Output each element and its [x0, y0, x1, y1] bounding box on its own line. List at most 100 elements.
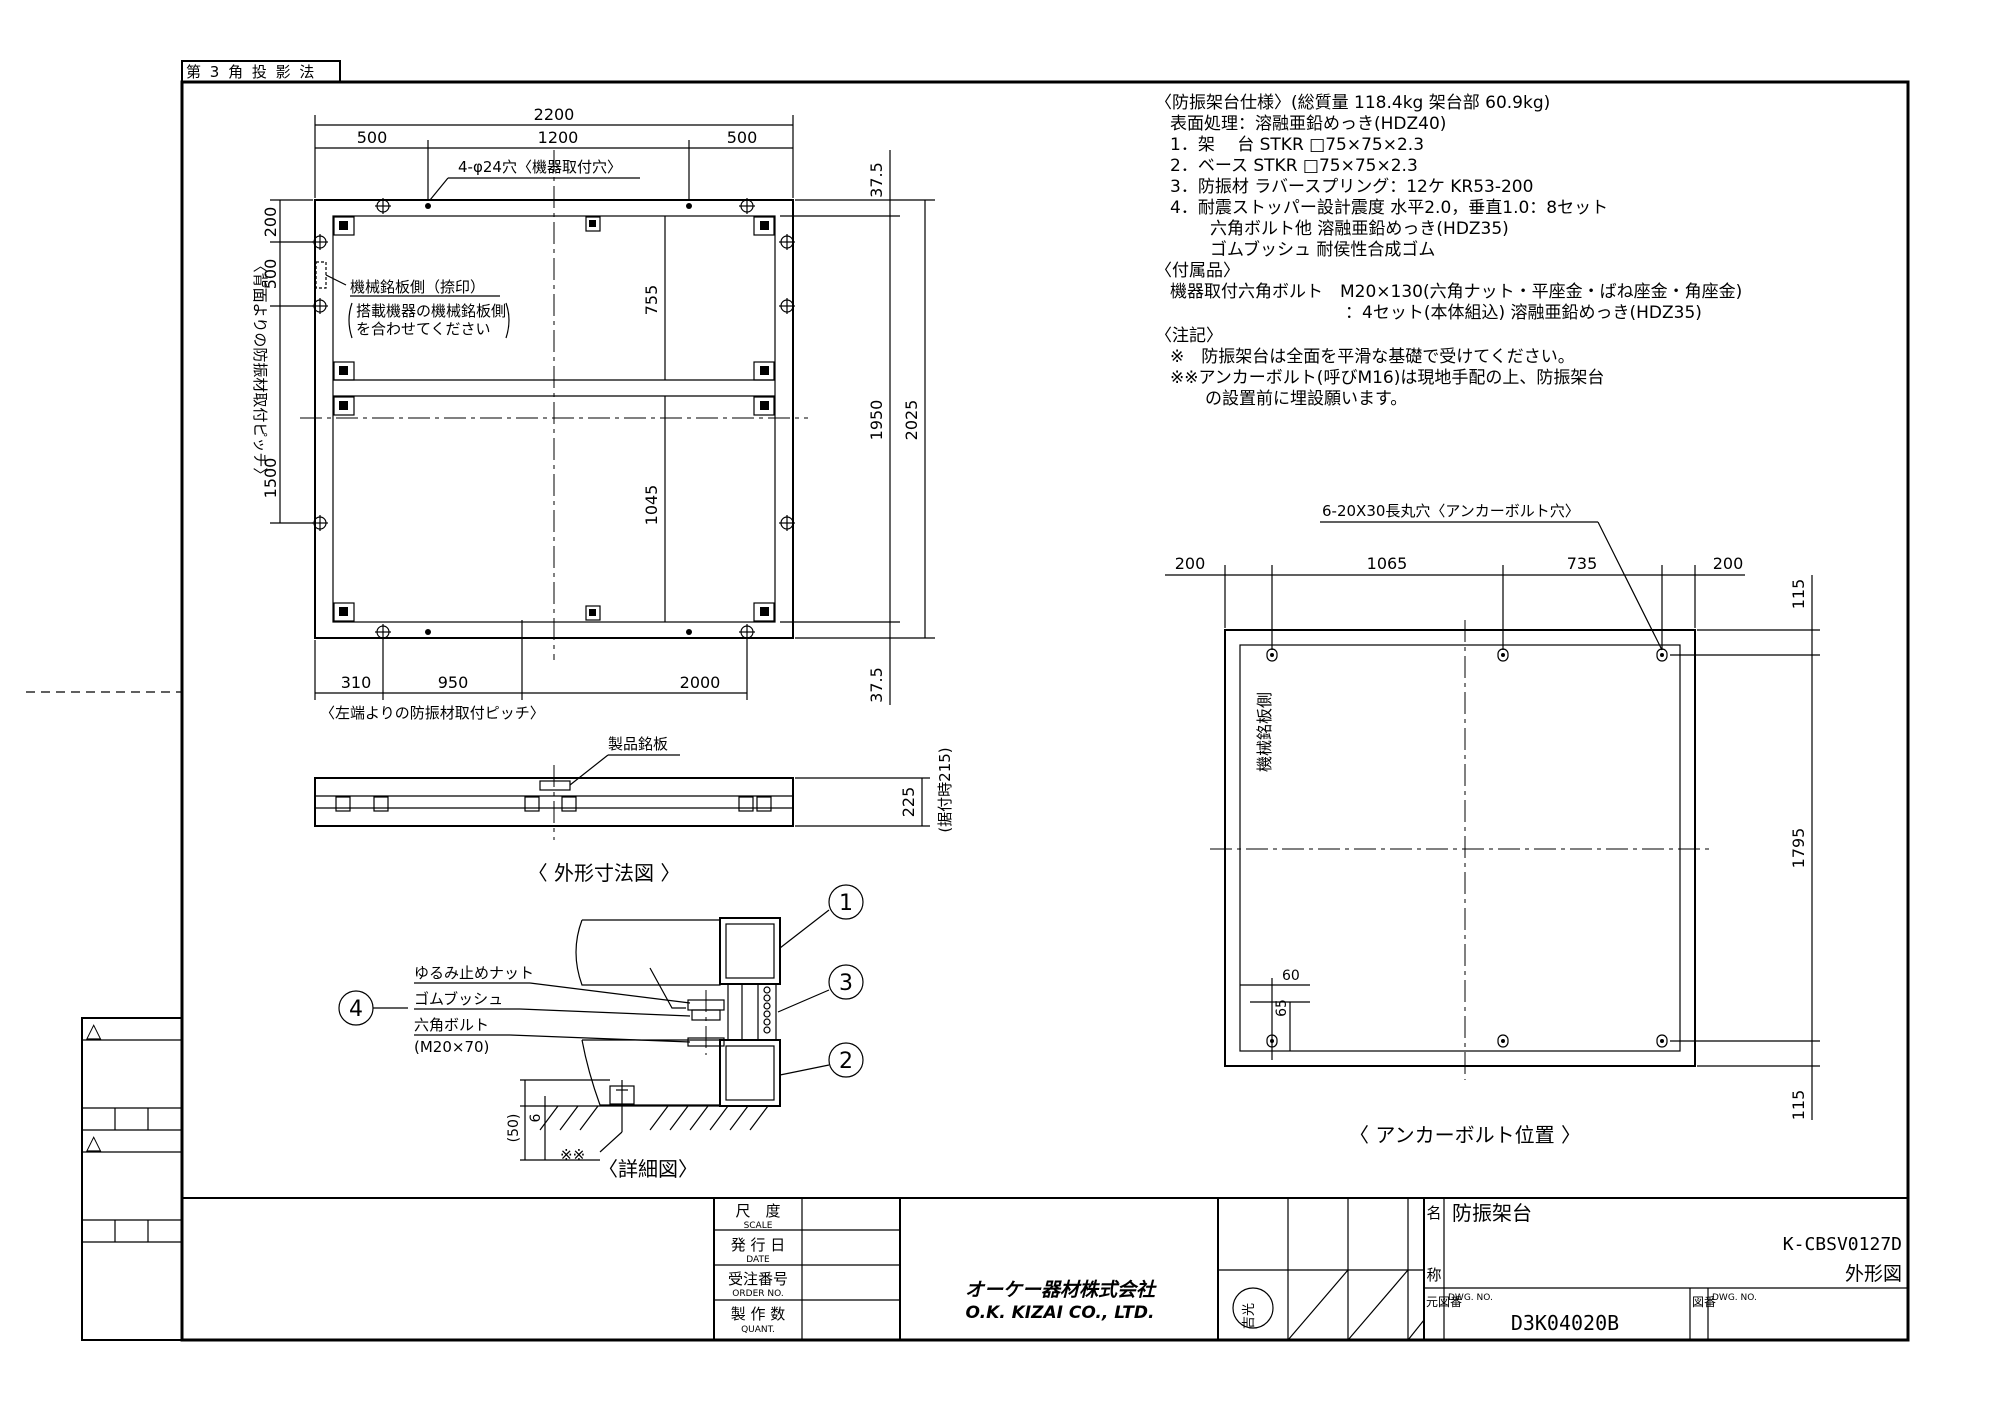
part-rubber-bush: ゴムブッシュ — [414, 990, 503, 1008]
balloon-2: 2 — [839, 1049, 853, 1074]
part-lock-nut: ゆるみ止めナット — [414, 964, 534, 982]
mount-hole-1 — [425, 203, 431, 209]
note-1: ※ 防振架台は全面を平滑な基礎で受けてください。 — [1170, 347, 1575, 367]
spec-line-5: 3．防振材 ラバースプリング：12ケ KR53-200 — [1170, 177, 1533, 197]
anchor-mark: ※※ — [560, 1146, 585, 1164]
outline-side-view: 製品銘板 225 (据付時215) 〈 外形寸法図 〉 — [314, 735, 954, 885]
scale-label-en: SCALE — [744, 1221, 773, 1231]
detail-dim-50: (50) — [506, 1114, 522, 1143]
dim-500-right: 500 — [727, 128, 758, 147]
detail-view: 1 3 2 4 ゆるみ止めナット ゴムブッシュ 六角ボルト (M20×70) (… — [338, 884, 864, 1181]
outline-caption: 〈 外形寸法図 〉 — [528, 861, 681, 885]
anchor-dim-1795: 1795 — [1789, 828, 1808, 869]
bottom-pitch-label: 〈左端よりの防振材取付ピッチ〉 — [320, 704, 545, 722]
qty-label-en: QUANT. — [741, 1325, 775, 1335]
spring-mount-tr — [753, 216, 775, 236]
side-spring-mounts — [335, 796, 772, 812]
drawing-type: 外形図 — [1845, 1263, 1902, 1285]
left-pitch-label: 〈背面よりの防振材取付ピッチ〉 — [251, 258, 269, 483]
nameplate-note-1: 搭載機器の機械銘板側 — [356, 302, 506, 320]
anchor-dim-1065: 1065 — [1367, 554, 1408, 573]
anchor-dim-115-bottom: 115 — [1789, 1090, 1808, 1121]
name-label-2: 称 — [1426, 1266, 1441, 1284]
spring-mount-bl — [333, 602, 355, 622]
spring-mount-bc — [585, 605, 601, 621]
spring-mount-ml2 — [333, 396, 355, 416]
model-number: K-CBSV0127D — [1783, 1234, 1902, 1255]
nameplate-note-2: を合わせてください — [356, 320, 491, 338]
balloon-4: 4 — [349, 997, 363, 1022]
product-plate-label: 製品銘板 — [608, 735, 668, 753]
accessory-2: ：4セット(本体組込) 溶融亜鉛めっき(HDZ35) — [1345, 303, 1702, 323]
anchor-dim-735: 735 — [1567, 554, 1598, 573]
dim-500-left: 500 — [357, 128, 388, 147]
drawing-frame: 第 3 角 投 影 法 △ △ — [26, 60, 1910, 1342]
detail-dim-6: 6 — [528, 1113, 544, 1122]
outline-plan-view: 2200 500 1200 500 4-φ24穴〈機器取付穴〉 37.5 195… — [251, 105, 935, 722]
anchor-bolt-view: 機械銘板側 200 1065 735 200 6-20X30長丸穴〈アンカーボル… — [1165, 502, 1820, 1147]
anchor-hole-note: 6-20X30長丸穴〈アンカーボルト穴〉 — [1322, 502, 1580, 520]
company-name-en: O.K. KIZAI CO., LTD. — [966, 1303, 1155, 1323]
dim-950: 950 — [438, 673, 469, 692]
balloon-1: 1 — [839, 891, 853, 916]
fig-dwg-no-label: DWG. NO. — [1712, 1293, 1757, 1303]
note-2: ※※アンカーボルト(呼びM16)は現地手配の上、防振架台 — [1170, 368, 1604, 388]
mount-hole-4 — [686, 629, 692, 635]
product-name: 防振架台 — [1452, 1201, 1532, 1225]
revision-mark-1: △ — [86, 1018, 102, 1042]
spec-line-1: 〈防振架台仕様〉(総質量 118.4kg 架台部 60.9kg) — [1155, 93, 1550, 113]
name-label-1: 名 — [1426, 1204, 1441, 1222]
nameplate-side-label: 機械銘板側（捺印） — [350, 278, 485, 296]
note-3: の設置前に埋設願います。 — [1205, 389, 1407, 409]
dim-2000: 2000 — [680, 673, 721, 692]
dim-200-left: 200 — [261, 207, 280, 238]
spec-line-3: 1．架 台 STKR □75×75×2.3 — [1170, 135, 1424, 155]
dim-2025: 2025 — [902, 400, 921, 441]
orig-dwg-label: 元図番 — [1426, 1295, 1462, 1309]
revision-mark-2: △ — [86, 1130, 102, 1154]
spec-line-2: 表面処理：溶融亜鉛めっき(HDZ40) — [1170, 114, 1446, 134]
order-label-en: ORDER NO. — [732, 1289, 783, 1299]
hole-note: 4-φ24穴〈機器取付穴〉 — [458, 158, 622, 176]
approval-stamp: 吉光 — [1242, 1303, 1257, 1329]
dim-37-5-top: 37.5 — [867, 162, 886, 198]
company-name-jp: オーケー器材株式会社 — [965, 1279, 1157, 1301]
fig-label: 図番 — [1692, 1295, 1716, 1309]
mount-hole-3 — [425, 629, 431, 635]
spring-mount-tl — [333, 216, 355, 236]
accessory-title: 〈付属品〉 — [1155, 261, 1240, 281]
dim-1500-left: 1500 — [261, 458, 280, 499]
dim-1045: 1045 — [642, 485, 661, 526]
dim-1950: 1950 — [867, 400, 886, 441]
part-bolt-size: (M20×70) — [414, 1038, 489, 1056]
spec-line-6: 4．耐震ストッパー設計震度 水平2.0，垂直1.0：8セット — [1170, 198, 1608, 218]
crosshair-marks — [312, 198, 795, 640]
anchor-dim-200-left: 200 — [1175, 554, 1206, 573]
spring-mount-mr2 — [753, 396, 775, 416]
order-label: 受注番号 — [728, 1270, 788, 1288]
spring-mount-mr — [753, 361, 775, 381]
detail-caption: 〈詳細図〉 — [598, 1157, 698, 1181]
orig-dwg-number: D3K04020B — [1511, 1311, 1619, 1335]
anchor-nameplate-side: 機械銘板側 — [1255, 692, 1274, 772]
date-label: 発 行 日 — [731, 1236, 786, 1254]
rubber-spring — [763, 986, 771, 1034]
dim-500-left-v: 500 — [261, 259, 280, 290]
note-title: 〈注記〉 — [1155, 326, 1223, 346]
dim-755: 755 — [642, 285, 661, 316]
projection-label: 第 3 角 投 影 法 — [186, 63, 316, 81]
dim-310: 310 — [341, 673, 372, 692]
title-block: 尺 度 SCALE 発 行 日 DATE 受注番号 ORDER NO. 製 作 … — [182, 1197, 1908, 1341]
spring-mount-tc — [585, 216, 601, 232]
anchor-holes — [1266, 648, 1668, 1048]
anchor-dim-60: 60 — [1282, 968, 1300, 984]
spring-mount-ml — [333, 361, 355, 381]
anchor-dim-65: 65 — [1274, 999, 1290, 1017]
dim-215-installed: (据付時215) — [936, 747, 954, 832]
dim-2200: 2200 — [534, 105, 575, 124]
orig-dwg-no-label: DWG. NO. — [1448, 1293, 1493, 1303]
balloon-3: 3 — [839, 971, 853, 996]
dim-1200: 1200 — [538, 128, 579, 147]
date-label-en: DATE — [746, 1255, 770, 1265]
